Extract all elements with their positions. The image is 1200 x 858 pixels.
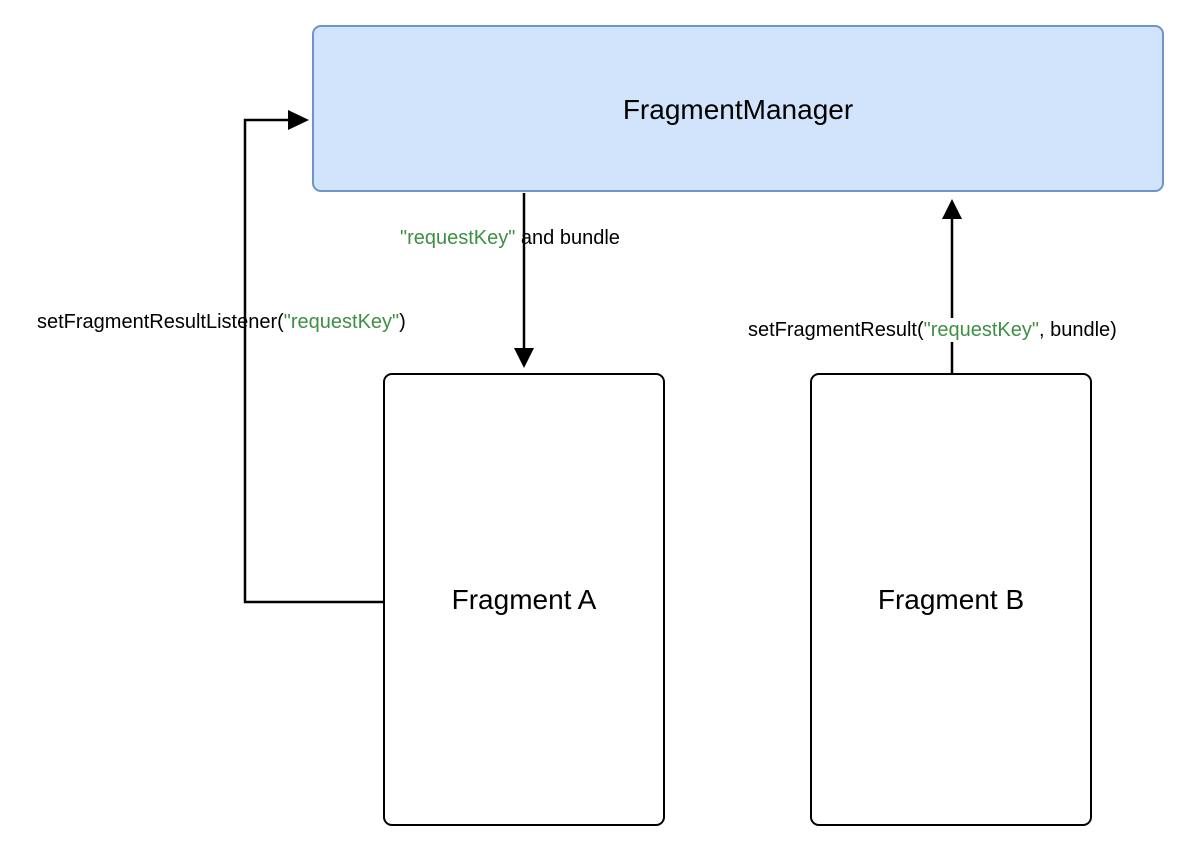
- result-request-key: "requestKey": [923, 319, 1039, 341]
- fragment-b-label: Fragment B: [877, 583, 1025, 615]
- fragment-a-node: Fragment A: [383, 373, 665, 826]
- listener-edge-label: setFragmentResultListener("requestKey"): [37, 310, 406, 334]
- result-edge-label: setFragmentResult("requestKey", bundle): [746, 318, 1119, 342]
- listener-method-close: ): [399, 311, 406, 333]
- result-method-open: setFragmentResult(: [748, 319, 924, 341]
- fragment-manager-label: FragmentManager: [622, 93, 854, 125]
- result-arrowhead: [942, 199, 962, 219]
- result-rest: , bundle): [1039, 319, 1117, 341]
- listener-arrow: [243, 118, 383, 604]
- listener-method-open: setFragmentResultListener(: [37, 311, 284, 333]
- delivery-edge-label: "requestKey" and bundle: [400, 226, 620, 250]
- listener-request-key: "requestKey": [283, 311, 400, 333]
- delivery-rest: and bundle: [515, 227, 620, 249]
- fragment-b-node: Fragment B: [810, 373, 1092, 826]
- delivery-request-key: "requestKey": [400, 227, 516, 249]
- fragment-a-label: Fragment A: [451, 583, 597, 615]
- listener-arrowhead: [288, 110, 309, 130]
- delivery-arrowhead: [514, 348, 534, 368]
- fragment-manager-node: FragmentManager: [312, 25, 1164, 192]
